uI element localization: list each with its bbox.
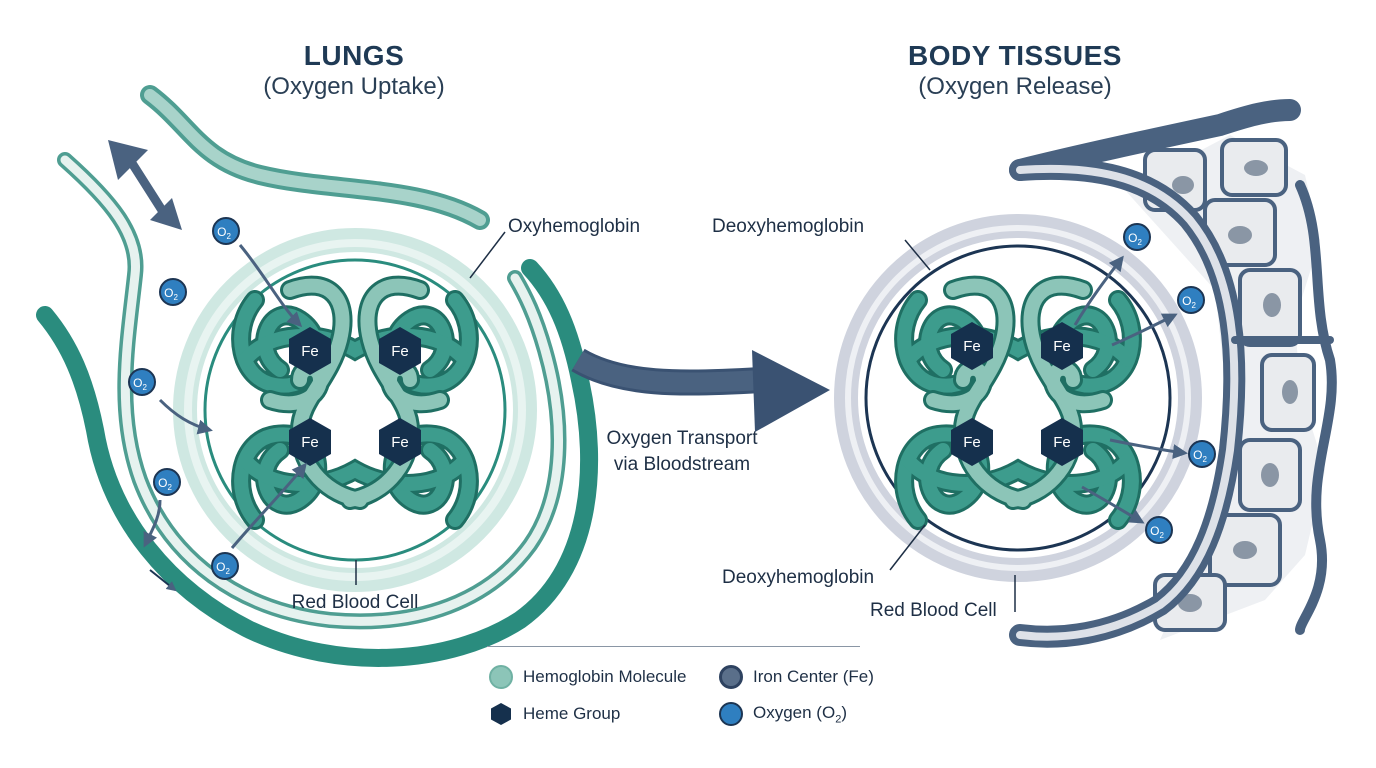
tissues-heading: BODY TISSUES (Oxygen Release) (815, 40, 1215, 102)
tissues-heme-group-1: Fe (951, 322, 993, 370)
lungs-oxygen-molecule-2: O2 (159, 278, 187, 306)
lungs-heme-group-4: Fe (379, 418, 421, 466)
oxygen-swatch-icon (719, 702, 743, 726)
iron-center-label: Fe (1053, 338, 1071, 355)
iron-center-label: Fe (1053, 434, 1071, 451)
capillary-wall (1009, 99, 1337, 648)
tissues-hemoglobin-molecule (894, 275, 1142, 530)
svg-text:O2: O2 (217, 225, 231, 241)
transport-label-line2: via Bloodstream (614, 454, 750, 475)
legend-heme-label: Heme Group (523, 704, 621, 723)
lungs-heading: LUNGS (Oxygen Uptake) (154, 40, 554, 102)
tissues-oxygen-molecule-4: O2 (1145, 516, 1173, 544)
svg-text:O2: O2 (133, 376, 147, 392)
svg-text:O2: O2 (158, 476, 172, 492)
legend-item-heme: Heme Group (489, 702, 620, 726)
tissues-title: BODY TISSUES (908, 40, 1122, 71)
lungs-title: LUNGS (303, 40, 405, 71)
tissues-oxygen-molecule-2: O2 (1177, 286, 1205, 314)
deoxyhemoglobin-bottom-callout: Deoxyhemoglobin (722, 524, 926, 588)
tissues-rbc-callout: Red Blood Cell (870, 575, 1016, 621)
deoxyhemoglobin-top-callout: Deoxyhemoglobin (712, 216, 931, 271)
tissues-subtitle: (Oxygen Release) (918, 73, 1112, 100)
lungs-red-blood-cell-label: Red Blood Cell (292, 592, 419, 613)
airflow-arrow (108, 140, 182, 230)
legend-item-oxygen: Oxygen (O2) (719, 702, 847, 726)
legend-divider (487, 646, 860, 647)
legend-iron-label: Iron Center (Fe) (753, 667, 874, 686)
lungs-heme-group-3: Fe (289, 418, 331, 466)
lungs-oxygen-molecule-5: O2 (211, 552, 239, 580)
svg-text:O2: O2 (164, 286, 178, 302)
iron-center-label: Fe (301, 434, 319, 451)
lungs-oxygen-molecule-4: O2 (153, 468, 181, 496)
legend-oxygen-label: Oxygen (O2) (753, 702, 847, 726)
iron-swatch-icon (719, 665, 743, 689)
tissues-heme-group-2: Fe (1041, 322, 1083, 370)
lungs-oxygen-molecule-1: O2 (212, 217, 240, 245)
lungs-hemoglobin-molecule (231, 275, 479, 530)
lung-alveolus (36, 85, 599, 667)
heme-hexagon-icon (491, 703, 511, 725)
lungs-heme-group-1: Fe (289, 327, 331, 375)
transport-arrow (571, 348, 830, 432)
svg-text:O2: O2 (1128, 231, 1142, 247)
tissues-heme-group-4: Fe (1041, 418, 1083, 466)
deoxyhemoglobin-bottom-label: Deoxyhemoglobin (722, 567, 874, 588)
lungs-oxygen-molecule-3: O2 (128, 368, 156, 396)
lungs-rbc-callout: Red Blood Cell (292, 560, 419, 613)
tissues-heme-group-3: Fe (951, 418, 993, 466)
tissues-oxygen-molecule-3: O2 (1188, 440, 1216, 468)
lungs-subtitle: (Oxygen Uptake) (263, 73, 445, 100)
svg-text:O2: O2 (1193, 448, 1207, 464)
oxyhemoglobin-label: Oxyhemoglobin (508, 216, 640, 237)
hemoglobin-swatch-icon (489, 665, 513, 689)
iron-center-label: Fe (301, 343, 319, 360)
tissues-red-blood-cell-label: Red Blood Cell (870, 600, 997, 621)
svg-text:O2: O2 (1150, 524, 1164, 540)
tissues-oxygen-arrows (1073, 255, 1188, 524)
svg-text:O2: O2 (216, 560, 230, 576)
legend-item-iron: Iron Center (Fe) (719, 665, 874, 689)
iron-center-label: Fe (391, 434, 409, 451)
iron-center-label: Fe (963, 338, 981, 355)
oxyhemoglobin-callout: Oxyhemoglobin (469, 216, 640, 279)
tissues-red-blood-cell (834, 214, 1202, 582)
iron-center-label: Fe (391, 343, 409, 360)
transport-label-line1: Oxygen Transport (606, 428, 758, 449)
lungs-heme-group-2: Fe (379, 327, 421, 375)
lungs-red-blood-cell (173, 228, 537, 592)
deoxyhemoglobin-top-label: Deoxyhemoglobin (712, 216, 864, 237)
legend-hemoglobin-label: Hemoglobin Molecule (523, 667, 687, 686)
tissues-oxygen-molecule-1: O2 (1123, 223, 1151, 251)
svg-text:O2: O2 (1182, 294, 1196, 310)
lungs-oxygen-arrows (143, 244, 307, 549)
iron-center-label: Fe (963, 434, 981, 451)
legend-item-hemoglobin: Hemoglobin Molecule (489, 665, 686, 689)
